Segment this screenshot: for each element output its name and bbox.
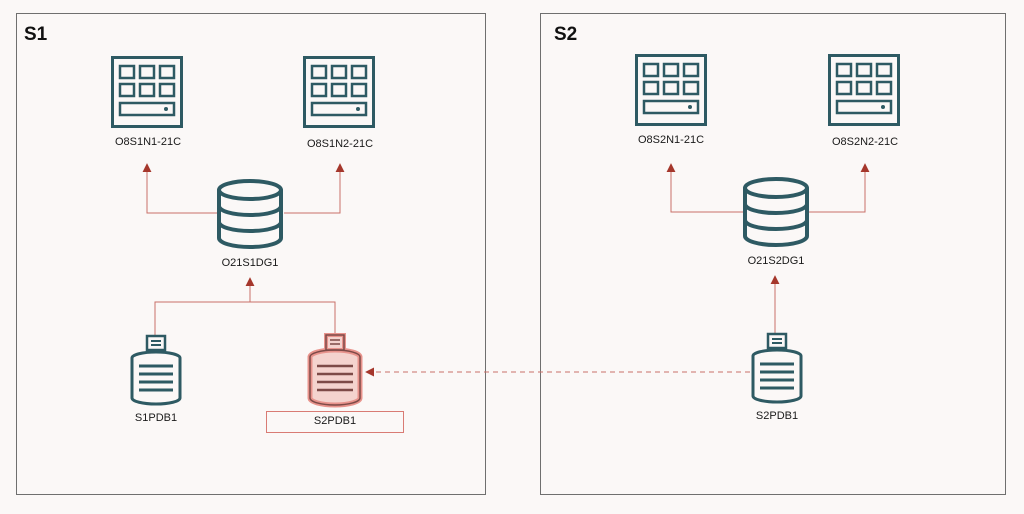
connector-s1-pdb2-to-cdb	[250, 301, 336, 333]
site-title-s2: S2	[554, 24, 578, 45]
site-panel-s2	[540, 13, 1006, 495]
connector-s1-cdb-to-node1	[142, 163, 217, 214]
database-icon	[217, 179, 283, 249]
server-icon	[303, 56, 375, 128]
site-panel-s1	[16, 13, 486, 495]
connector-s2-cdb-to-node2	[808, 163, 870, 213]
server-label-s2-node2: O8S2N2-21C	[831, 136, 899, 148]
pdb-label-s1-pdb1: S1PDB1	[134, 412, 178, 424]
server-label-s2-node1: O8S2N1-21C	[637, 134, 705, 146]
cdb-label-s1: O21S1DG1	[221, 257, 279, 269]
server-icon	[111, 56, 183, 128]
server-label-s1-node1: O8S1N1-21C	[114, 136, 182, 148]
server-icon	[635, 54, 707, 126]
cdb-label-s2: O21S2DG1	[747, 255, 805, 267]
pluggable-database-icon	[130, 334, 182, 406]
pdb-label-s1-pdb2-relocated: S2PDB1	[313, 415, 357, 427]
connector-s2-cdb-to-node1	[666, 163, 743, 213]
pdb-label-s2-pdb1: S2PDB1	[755, 410, 799, 422]
pluggable-database-icon	[751, 332, 803, 404]
relocated-pdb-label-box	[266, 411, 404, 433]
connector-s1-cdb-to-node2	[284, 163, 345, 214]
server-icon	[828, 54, 900, 126]
site-title-s1: S1	[24, 24, 48, 45]
connector-s1-pdb1-to-cdb	[154, 301, 250, 335]
relocated-pluggable-database-icon	[307, 333, 363, 408]
database-icon	[743, 177, 809, 247]
server-label-s1-node2: O8S1N2-21C	[306, 138, 374, 150]
